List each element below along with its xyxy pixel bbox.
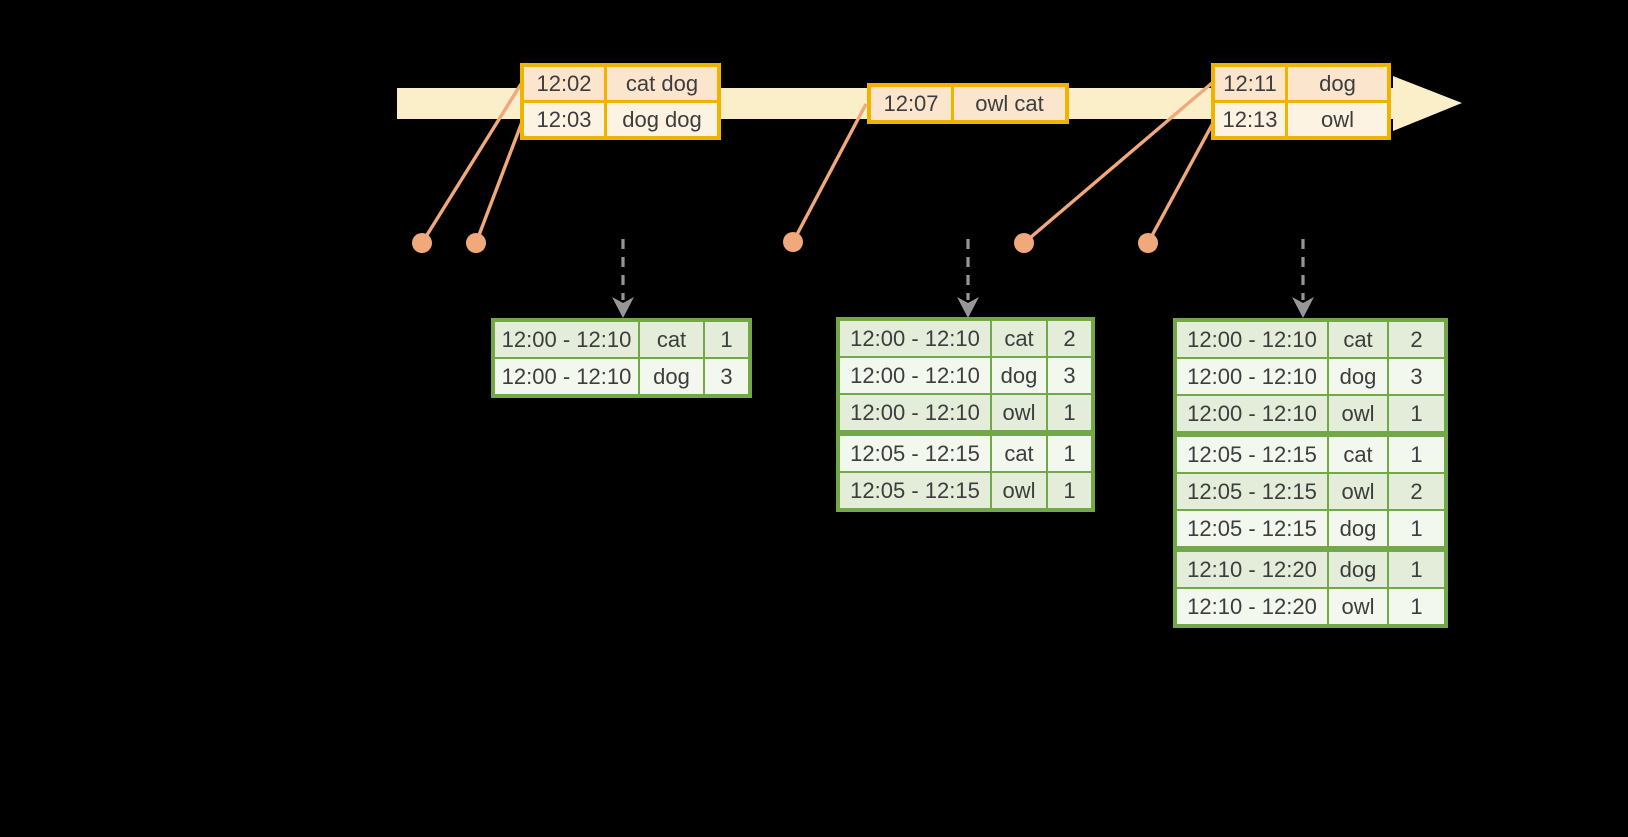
- result-count-cell: 1: [1389, 552, 1444, 587]
- result-count-cell: 3: [1389, 359, 1444, 394]
- result-count-cell: 1: [1048, 473, 1091, 508]
- input-words-cell: dog dog: [607, 103, 717, 136]
- result-count-cell: 1: [1389, 396, 1444, 431]
- result-word-cell: cat: [992, 436, 1046, 471]
- result-word-cell: owl: [992, 395, 1046, 430]
- result-window-cell: 12:00 - 12:10: [1177, 359, 1327, 394]
- result-window-cell: 12:05 - 12:15: [1177, 511, 1327, 546]
- input-time-cell: 12:02: [524, 67, 604, 100]
- input-words-cell: owl cat: [954, 87, 1065, 120]
- result-window-cell: 12:10 - 12:20: [1177, 589, 1327, 624]
- timeline-arrowhead-icon: [1393, 76, 1462, 131]
- result-count-cell: 1: [1389, 437, 1444, 472]
- result-window-cell: 12:05 - 12:15: [1177, 474, 1327, 509]
- result-word-cell: owl: [1329, 396, 1387, 431]
- result-count-cell: 1: [1048, 395, 1091, 430]
- result-window-cell: 12:00 - 12:10: [840, 358, 990, 393]
- result-window-cell: 12:00 - 12:10: [495, 359, 638, 394]
- result-word-cell: dog: [640, 359, 703, 394]
- result-window-cell: 12:00 - 12:10: [840, 321, 990, 356]
- input-time-cell: 12:03: [524, 103, 604, 136]
- result-window-cell: 12:10 - 12:20: [1177, 552, 1327, 587]
- result-count-cell: 1: [705, 322, 748, 357]
- result-word-cell: dog: [1329, 511, 1387, 546]
- event-dot: [1138, 233, 1158, 253]
- result-count-cell: 2: [1048, 321, 1091, 356]
- input-time-cell: 12:13: [1215, 103, 1285, 136]
- input-words-cell: cat dog: [607, 67, 717, 100]
- result-window-cell: 12:05 - 12:15: [1177, 437, 1327, 472]
- result-word-cell: owl: [1329, 589, 1387, 624]
- trigger-arrowhead-icon: [1292, 297, 1314, 318]
- event-connector-line: [474, 121, 524, 244]
- input-words-cell: dog: [1288, 67, 1387, 100]
- event-connector-line: [1146, 122, 1215, 244]
- event-dot: [466, 233, 486, 253]
- result-count-cell: 1: [1389, 511, 1444, 546]
- result-window-cell: 12:00 - 12:10: [495, 322, 638, 357]
- result-count-cell: 3: [1048, 358, 1091, 393]
- result-word-cell: dog: [1329, 359, 1387, 394]
- result-window-cell: 12:05 - 12:15: [840, 436, 990, 471]
- input-time-cell: 12:07: [871, 87, 951, 120]
- result-window-cell: 12:00 - 12:10: [1177, 322, 1327, 357]
- event-connector-line: [420, 83, 523, 244]
- result-window-cell: 12:00 - 12:10: [840, 395, 990, 430]
- result-word-cell: dog: [1329, 552, 1387, 587]
- trigger-arrowhead-icon: [612, 297, 634, 318]
- event-dot: [783, 232, 803, 252]
- result-count-cell: 2: [1389, 474, 1444, 509]
- result-word-cell: cat: [992, 321, 1046, 356]
- result-count-cell: 2: [1389, 322, 1444, 357]
- result-window-cell: 12:05 - 12:15: [840, 473, 990, 508]
- input-time-cell: 12:11: [1215, 67, 1285, 100]
- result-count-cell: 1: [1389, 589, 1444, 624]
- result-count-cell: 3: [705, 359, 748, 394]
- trigger-arrowhead-icon: [957, 297, 979, 318]
- event-dot: [412, 233, 432, 253]
- result-word-cell: dog: [992, 358, 1046, 393]
- event-connector-line: [791, 103, 868, 243]
- result-word-cell: cat: [1329, 437, 1387, 472]
- result-window-cell: 12:00 - 12:10: [1177, 396, 1327, 431]
- input-words-cell: owl: [1288, 103, 1387, 136]
- result-word-cell: cat: [1329, 322, 1387, 357]
- result-word-cell: owl: [1329, 474, 1387, 509]
- event-dot: [1014, 233, 1034, 253]
- event-connector-line: [1022, 81, 1214, 245]
- result-word-cell: owl: [992, 473, 1046, 508]
- result-word-cell: cat: [640, 322, 703, 357]
- result-count-cell: 1: [1048, 436, 1091, 471]
